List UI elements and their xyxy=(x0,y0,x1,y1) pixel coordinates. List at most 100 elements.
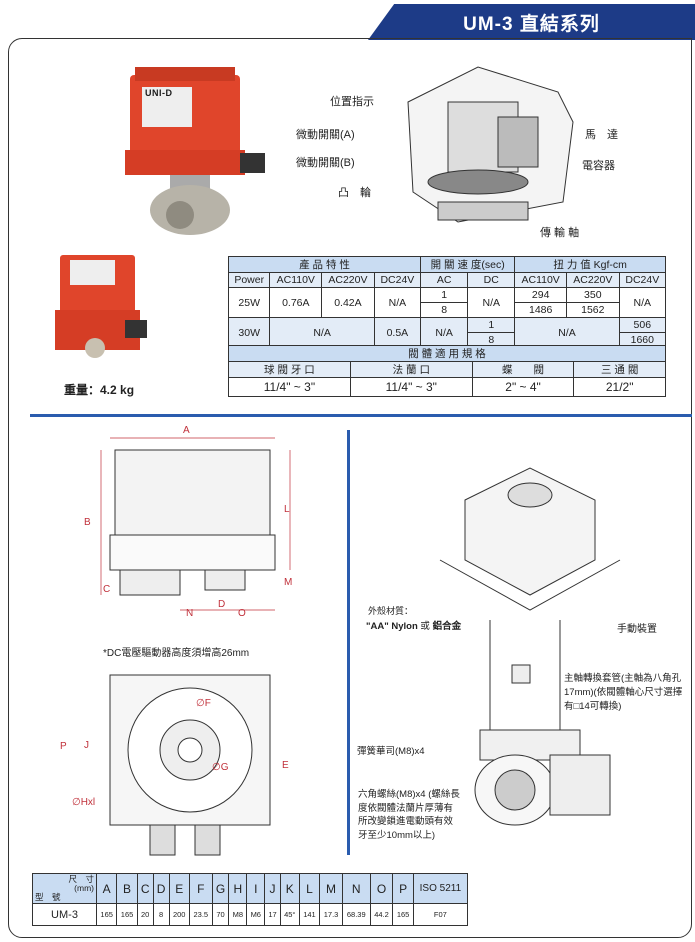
page-title-banner: UM-3 直結系列 xyxy=(368,4,695,40)
cell: 1486 xyxy=(514,302,567,318)
label-micro-switch-b: 微動開關(B) xyxy=(296,157,355,169)
col-header: M xyxy=(319,873,343,904)
col-header: 蝶 閥 xyxy=(471,361,575,378)
exploded-view-drawing xyxy=(439,467,621,826)
col-header: Power xyxy=(227,272,271,288)
cell: 8 xyxy=(152,903,170,926)
cell: 350 xyxy=(566,287,620,303)
col-header: 球 閥 牙 口 xyxy=(228,361,351,378)
dim-o: O xyxy=(238,608,246,619)
dim-l: L xyxy=(284,504,290,515)
cell: 11/4" ~ 3" xyxy=(349,377,473,397)
col-header: J xyxy=(264,873,281,904)
col-header: E xyxy=(168,873,190,904)
col-header: C xyxy=(136,873,154,904)
label-housing-material: 外殼材質： xyxy=(368,606,414,616)
cell: 1 xyxy=(467,317,516,333)
col-header: AC220V xyxy=(321,272,375,288)
cell: N/A xyxy=(373,287,422,318)
cell: 165 xyxy=(116,903,138,926)
cell: 294 xyxy=(514,287,567,303)
dim-g: ∅G xyxy=(212,762,229,773)
col-header: AC110V xyxy=(514,272,567,288)
dim-e: E xyxy=(282,760,289,771)
col-header: L xyxy=(298,873,321,904)
label-capacitor: 電容器 xyxy=(582,160,615,172)
corner-size-label: 尺 寸 (mm) xyxy=(68,874,94,893)
col-header: AC220V xyxy=(566,272,620,288)
dim-b: B xyxy=(84,517,91,528)
label-motor: 馬 達 xyxy=(585,129,618,141)
page-title: UM-3 直結系列 xyxy=(463,13,600,35)
col-header: DC24V xyxy=(373,272,422,288)
label-drive-shaft: 傳 輸 軸 xyxy=(540,227,580,239)
cell: 23.5 xyxy=(188,903,213,926)
col-header: D xyxy=(152,873,170,904)
dim-d: D xyxy=(218,599,226,610)
corner-model-label: 型 號 xyxy=(35,892,61,902)
dim-h: ∅Hxl xyxy=(72,797,96,808)
cell: 0.5A xyxy=(373,317,422,348)
label-hex-bolt: 六角螺絲(M8)x4 (螺絲長度依閥體法蘭片厚薄有所改變鎖進電動頭有效牙至少10… xyxy=(358,789,460,841)
page-frame xyxy=(8,38,692,938)
cell: 25W xyxy=(227,287,271,318)
cutaway-diagram xyxy=(407,66,574,223)
cell: 70 xyxy=(211,903,230,926)
corner-header: 尺 寸 (mm) 型 號 xyxy=(32,873,97,904)
cell: 20 xyxy=(136,903,154,926)
cell: N/A xyxy=(514,317,620,348)
actuator-photo-small xyxy=(55,255,147,358)
cell: 2" ~ 4" xyxy=(471,377,575,397)
dim-c: C xyxy=(103,584,111,595)
valve-table-title: 閥 體 適 用 規 格 xyxy=(228,345,666,362)
actuator-photo-large xyxy=(125,67,265,235)
col-header: ISO 5211 xyxy=(412,873,469,904)
brand-label: UNI-D xyxy=(143,88,175,98)
dim-m: M xyxy=(284,577,293,588)
bottom-view-drawing xyxy=(109,674,271,856)
col-header: K xyxy=(279,873,300,904)
cell: 200 xyxy=(168,903,190,926)
side-view-drawing xyxy=(100,437,291,611)
dim-n: N xyxy=(186,608,194,619)
label-position-indicator: 位置指示 xyxy=(330,96,374,108)
cell: N/A xyxy=(420,317,469,348)
cell: 17 xyxy=(264,903,281,926)
col-header: DC xyxy=(467,272,516,288)
label-housing-alloy: 鋁合金 xyxy=(432,621,462,632)
cell: 11/4" ~ 3" xyxy=(228,377,351,397)
label-manual-device: 手動裝置 xyxy=(617,624,657,635)
model-cell: UM-3 xyxy=(32,903,97,926)
cell: 506 xyxy=(618,317,667,333)
col-header: DC24V xyxy=(618,272,667,288)
cell: 21/2" xyxy=(573,377,666,397)
cell: 165 xyxy=(95,903,118,926)
dim-p: P xyxy=(60,741,67,752)
cell: 8 xyxy=(420,302,469,318)
label-spring-washer: 彈簧華司(M8)x4 xyxy=(357,746,425,757)
group-header: 產 品 特 性 xyxy=(227,256,422,273)
dim-j: J xyxy=(84,740,89,751)
spec-table: 產 品 特 性開 關 速 度(sec)扭 力 值 Kgf-cm Power AC1… xyxy=(227,256,667,348)
label-housing-or: 或 xyxy=(420,621,430,632)
col-header: B xyxy=(116,873,138,904)
cell: 141 xyxy=(298,903,321,926)
col-header: A xyxy=(95,873,118,904)
label-cam: 凸 輪 xyxy=(338,187,371,199)
dim-a: A xyxy=(183,425,190,436)
valve-table: 閥 體 適 用 規 格 球 閥 牙 口法 蘭 口蝶 閥三 通 閥 11/4" ~… xyxy=(228,345,666,397)
cell: 0.42A xyxy=(321,287,375,318)
cell: M8 xyxy=(228,903,248,926)
group-header: 開 關 速 度(sec) xyxy=(420,256,516,273)
group-header: 扭 力 值 Kgf-cm xyxy=(514,256,666,273)
weight-label: 重量：4.2 kg xyxy=(64,383,135,397)
col-header: H xyxy=(228,873,248,904)
cell: 0.76A xyxy=(269,287,323,318)
cell: N/A xyxy=(467,287,516,318)
cell: F07 xyxy=(412,903,469,926)
dim-f: ∅F xyxy=(196,698,211,709)
column-divider xyxy=(347,430,350,855)
cell: 45° xyxy=(279,903,300,926)
cell: 1 xyxy=(420,287,469,303)
